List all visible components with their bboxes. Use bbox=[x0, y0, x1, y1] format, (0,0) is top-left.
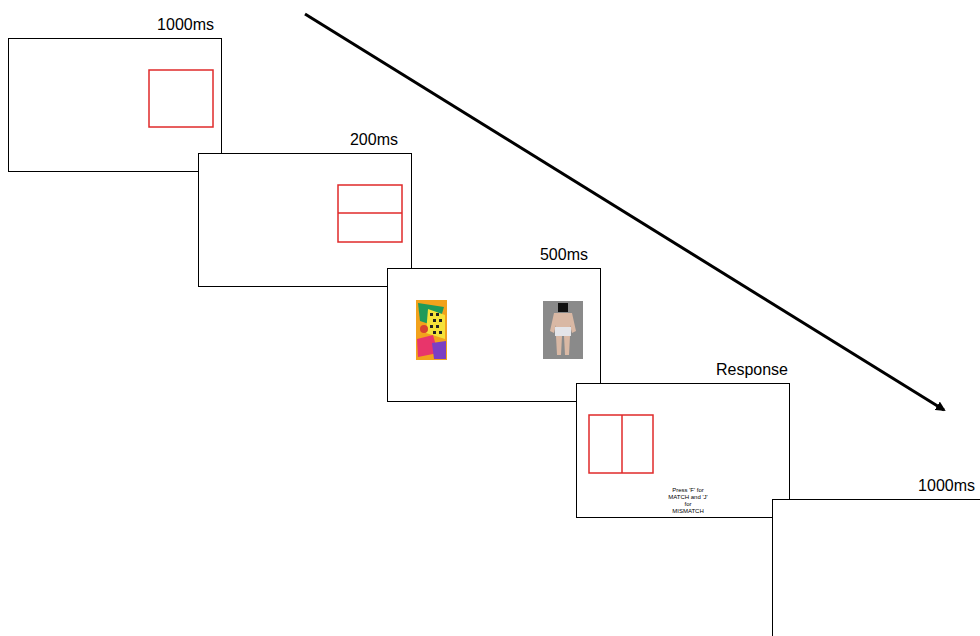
split-frame-horizontal bbox=[199, 154, 413, 288]
duration-label: Response bbox=[716, 362, 788, 378]
instruction-text: Press 'F' for MATCH and 'J' for MISMATCH bbox=[668, 487, 708, 515]
duration-label: 500ms bbox=[540, 247, 588, 263]
duration-label: 1000ms bbox=[918, 478, 975, 494]
trial-screen: 1000ms bbox=[772, 499, 980, 636]
trial-screen: 500ms bbox=[387, 268, 601, 402]
duration-label: 200ms bbox=[350, 132, 398, 148]
trial-screen: ResponsePress 'F' for MATCH and 'J' for … bbox=[576, 383, 790, 518]
fixation-frame bbox=[9, 39, 223, 173]
stimulus-pair bbox=[388, 269, 602, 403]
duration-label: 1000ms bbox=[157, 17, 214, 33]
trial-screen: 200ms bbox=[198, 153, 412, 287]
trial-screen: 1000ms bbox=[8, 38, 222, 172]
